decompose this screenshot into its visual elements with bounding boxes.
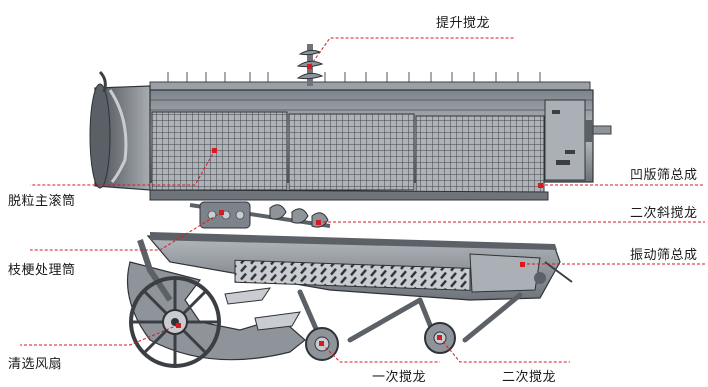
markers — [176, 64, 543, 346]
label-secondary-inclined-auger: 二次斜搅龙 — [630, 206, 698, 221]
label-primary-auger: 一次搅龙 — [372, 370, 427, 385]
threshing-drum-assembly — [89, 44, 612, 201]
cleaning-fan-shape — [126, 239, 306, 368]
vibrating-screen-assembly — [146, 232, 573, 353]
leader-lines — [20, 37, 705, 363]
label-secondary-auger: 二次搅龙 — [502, 370, 557, 385]
label-cleaning-fan: 清选风扇 — [8, 357, 63, 372]
label-threshing-drum: 脱粒主滚筒 — [8, 194, 76, 209]
stalk-drum-shape — [199, 201, 251, 229]
label-stalk-drum: 枝梗处理筒 — [8, 263, 76, 278]
label-concave-screen: 凹版筛总成 — [630, 168, 698, 183]
label-vibrating-screen: 振动筛总成 — [630, 248, 698, 263]
label-lift-auger: 提升搅龙 — [436, 16, 491, 31]
